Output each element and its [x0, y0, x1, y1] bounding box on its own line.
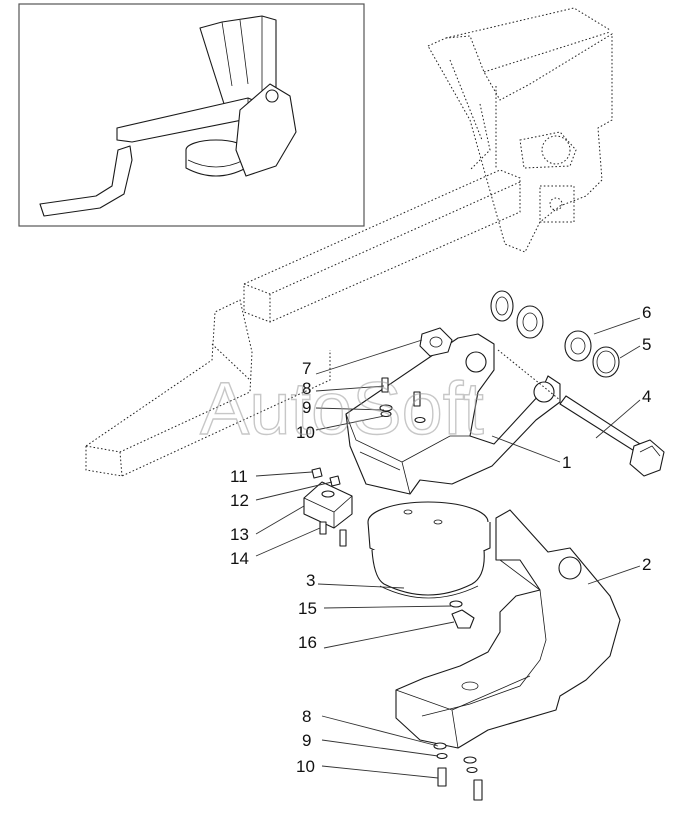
air-spring-part-3 — [367, 501, 491, 599]
callout-15: 15 — [298, 599, 317, 618]
callout-8-lower: 8 — [302, 707, 311, 726]
spring-bracket-part-2 — [395, 509, 621, 749]
callout-16: 16 — [298, 633, 317, 652]
callout-1: 1 — [562, 453, 571, 472]
frame-hanger-bracket — [427, 7, 613, 253]
callout-14: 14 — [230, 549, 249, 568]
callout-11: 11 — [230, 467, 248, 486]
callout-7: 7 — [302, 359, 311, 378]
callout-10-upper: 10 — [296, 423, 315, 442]
callout-10-lower: 10 — [296, 757, 315, 776]
callout-13: 13 — [230, 525, 249, 544]
lower-fasteners-8-9-10 — [433, 742, 483, 801]
callout-5: 5 — [642, 335, 651, 354]
pivot-bolt-part-4 — [497, 349, 665, 477]
callout-labels: 1 2 3 4 5 6 7 8 9 10 11 12 13 14 15 16 8… — [230, 303, 651, 776]
callout-3: 3 — [306, 571, 315, 590]
callout-9-upper: 9 — [302, 398, 311, 417]
nut-part-7 — [419, 327, 453, 357]
callout-12: 12 — [230, 491, 249, 510]
callout-9-lower: 9 — [302, 731, 311, 750]
ring-part-5 — [592, 346, 620, 378]
air-fitting-part-15-16 — [449, 600, 475, 629]
callout-2: 2 — [642, 555, 651, 574]
leader-lines — [255, 317, 641, 779]
inset-assembly-view — [18, 3, 365, 227]
upper-fasteners-8-9-10 — [379, 377, 426, 424]
frame-rail-outline — [84, 169, 521, 477]
clamp-block-part-13 — [303, 467, 353, 547]
bushings-part-6 — [490, 290, 592, 362]
callout-8-upper: 8 — [302, 379, 311, 398]
callout-6: 6 — [642, 303, 651, 322]
watermark: AutoSoft — [200, 367, 484, 450]
axle-beam-part-1 — [345, 333, 561, 495]
callout-4: 4 — [642, 387, 651, 406]
